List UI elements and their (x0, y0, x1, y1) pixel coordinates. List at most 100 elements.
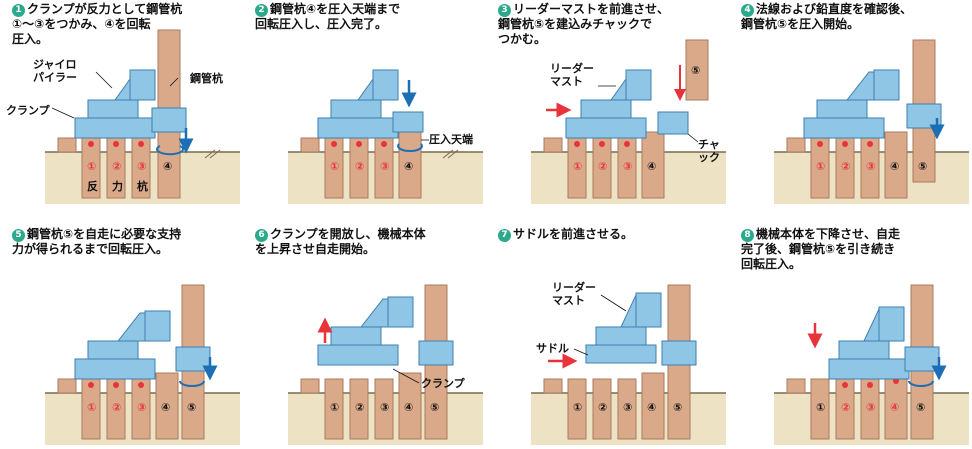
pile-label-2: ② (841, 401, 851, 414)
pile-label-1: ① (816, 401, 826, 414)
gyro-piler (317, 296, 454, 366)
press-top-label: 圧入天端 (429, 133, 473, 146)
pile-label-4: ④ (161, 401, 171, 414)
pile-label-5: ⑤ (187, 401, 197, 414)
step-caption-text: サドルを前進させる。 (513, 227, 634, 241)
step-badge: 5 (12, 229, 25, 242)
gyro-piler (585, 292, 697, 366)
pile-label-1: ① (573, 401, 583, 414)
reaction-label-3: 杭 (137, 180, 148, 193)
pile-diagram (45, 284, 240, 445)
pile-label-5: ⑤ (916, 401, 926, 414)
pile-label-4: ④ (163, 160, 173, 173)
pile-label-1: ① (87, 160, 97, 173)
pile-label-1: ① (330, 401, 340, 414)
step-caption-text: リーダーマストを前進させ、 鋼管杭⑤を建込みチャックで つかむ。 (498, 2, 670, 46)
step-caption-text: クランプが反力として鋼管杭 ①〜③をつかみ、④を回転 圧入。 (12, 2, 183, 46)
step-caption-text: 法線および鉛直度を確認後、 鋼管杭⑤を圧入開始。 (741, 2, 913, 31)
pile-label-2: ② (355, 401, 365, 414)
pile-label-2: ② (112, 401, 122, 414)
step-badge: 4 (741, 4, 754, 17)
clamp-label: クランプ (6, 104, 50, 117)
gyro-piler (565, 69, 689, 139)
pile-label-4: ④ (404, 160, 414, 173)
pile-label-2: ② (841, 160, 851, 173)
pile-diagram (774, 39, 969, 204)
gyro-piler (803, 69, 942, 139)
step-badge: 8 (741, 229, 754, 242)
pile-label-1: ① (816, 160, 826, 173)
step-caption-text: 鋼管杭⑤を自走に必要な支持 力が得られるまで回転圧入。 (12, 227, 182, 256)
gyro-piler (74, 310, 211, 380)
pile-label-2: ② (355, 160, 365, 173)
pile-label-2: ② (598, 401, 608, 414)
leader-mast-label: リーダー マスト (550, 62, 594, 88)
pile-label-5: ⑤ (918, 160, 928, 173)
step-badge: 3 (498, 4, 511, 17)
step-caption-text: クランプを開放し、機械本体 を上昇させ自走開始。 (255, 227, 426, 256)
pile-label-3: ③ (380, 401, 390, 414)
clamp-label: クランプ (421, 377, 465, 390)
pile-diagram (531, 39, 726, 204)
pile-label-1: ① (573, 160, 583, 173)
pile-label-1: ① (330, 160, 340, 173)
saddle-label: サドル (536, 342, 569, 355)
pile-diagram (288, 284, 483, 445)
pile-label-5: ⑤ (430, 401, 440, 414)
pile-label-4: ④ (890, 160, 900, 173)
pile-label-4: ④ (890, 401, 900, 414)
pile-label-4: ④ (647, 160, 657, 173)
pile-label-3: ③ (866, 160, 876, 173)
leader-mast-label: リーダー マスト (552, 281, 596, 307)
saddle (585, 344, 657, 364)
pile-label-3: ③ (380, 160, 390, 173)
pile-label-3: ③ (137, 401, 147, 414)
pile-label-2: ② (112, 160, 122, 173)
pile-label-2: ② (598, 160, 608, 173)
pile-label-4: ④ (404, 401, 414, 414)
reaction-label-1: 反 (87, 180, 98, 193)
reaction-label-2: 力 (112, 180, 123, 193)
step-caption-text: 鋼管杭④を圧入天端まで 回転圧入し、圧入完了。 (255, 2, 401, 31)
hanging-pile-label: ⑤ (691, 64, 701, 77)
step-badge: 7 (498, 229, 511, 242)
pile-label-1: ① (87, 401, 97, 414)
pile-diagram (45, 29, 240, 204)
step-badge: 1 (12, 4, 25, 17)
pile-top (57, 137, 77, 153)
gyro-piler (317, 69, 424, 139)
pipe-pile-label: 鋼管杭 (190, 72, 223, 85)
gyro-piler (74, 69, 187, 139)
pile-label-3: ③ (866, 401, 876, 414)
pile-label-3: ③ (137, 160, 147, 173)
step-caption-text: 機械本体を下降させ、自走 完了後、鋼管杭⑤を引き続き 回転圧入。 (741, 227, 901, 271)
gyro-piler (828, 306, 940, 380)
gyro-piler-label: ジャイロ パイラー (33, 58, 77, 84)
step-badge: 2 (255, 4, 268, 17)
chuck-label: チャック (698, 138, 720, 164)
hanging-pile (685, 39, 709, 101)
step-badge: 6 (255, 229, 268, 242)
pile-diagram (288, 69, 483, 204)
pile-label-4: ④ (647, 401, 657, 414)
pile-diagram (531, 284, 726, 445)
pile-label-3: ③ (623, 401, 633, 414)
pile-label-3: ③ (623, 160, 633, 173)
pile-diagram (774, 284, 969, 445)
